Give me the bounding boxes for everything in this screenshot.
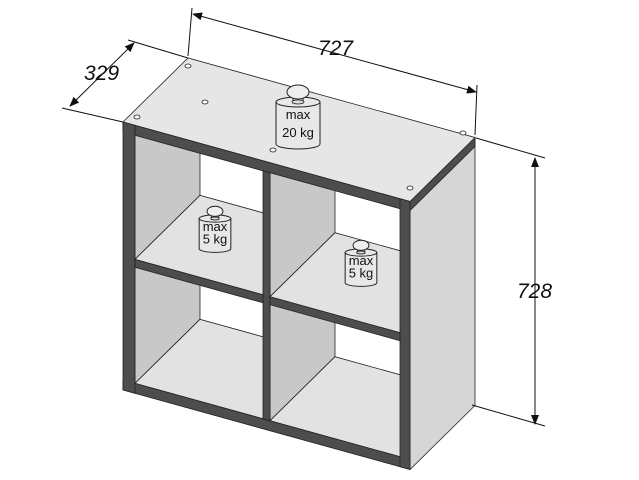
weight-label-line2: 5 kg — [349, 266, 374, 281]
weight-label-line1: max — [286, 107, 311, 122]
weight-label-line1: max — [349, 253, 374, 268]
dimension-height — [471, 137, 546, 427]
hole-icon — [184, 63, 192, 69]
right-post — [399, 198, 411, 471]
hole-icon — [133, 114, 141, 120]
weight-label-line1: max — [203, 219, 228, 234]
dimension-depth — [61, 39, 189, 123]
hole-icon — [459, 130, 467, 136]
compartment-top-left — [135, 135, 263, 295]
divider — [262, 170, 271, 422]
shelf-frame — [122, 57, 476, 471]
dowel-holes — [133, 63, 467, 191]
width-label: 727 — [318, 37, 354, 60]
hole-icon — [269, 147, 277, 153]
compartment-bottom-right — [270, 304, 400, 457]
depth-label: 329 — [84, 62, 119, 85]
weight-top: max 20 kg — [275, 84, 321, 150]
hole-icon — [201, 99, 209, 105]
middle-shelf-right — [269, 296, 401, 342]
weight-label-line2: 20 kg — [282, 125, 314, 140]
height-label: 728 — [517, 280, 552, 303]
weight-label-line2: 5 kg — [203, 232, 228, 247]
left-post — [122, 121, 136, 394]
hole-icon — [406, 185, 414, 191]
middle-shelf-left — [134, 258, 264, 304]
dimension-width — [187, 7, 478, 136]
